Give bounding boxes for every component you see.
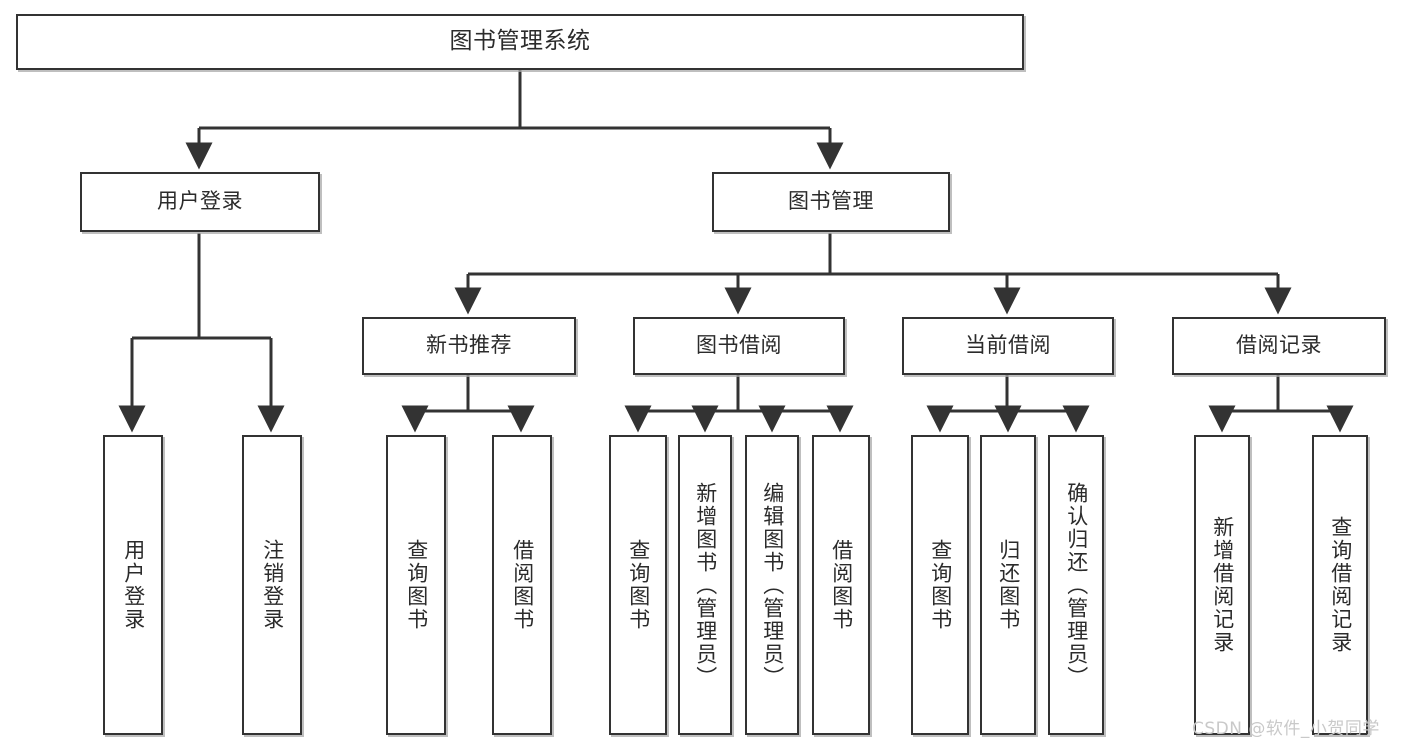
node-label: 归还图书 <box>996 539 1021 631</box>
leaf-new-book-borrow[interactable]: 借阅图书 <box>492 435 552 735</box>
node-label: 注销登录 <box>260 539 285 631</box>
node-label: 查询图书 <box>928 539 953 631</box>
node-label: 新书推荐 <box>426 333 512 358</box>
leaf-user-login-login[interactable]: 用户登录 <box>103 435 163 735</box>
leaf-book-borrow-borrow[interactable]: 借阅图书 <box>812 435 870 735</box>
leaf-user-login-logout[interactable]: 注销登录 <box>242 435 302 735</box>
node-label: 当前借阅 <box>965 333 1051 358</box>
leaf-current-borrow-return[interactable]: 归还图书 <box>980 435 1036 735</box>
node-label: 借阅图书 <box>829 539 854 631</box>
leaf-borrow-record-query[interactable]: 查询借阅记录 <box>1312 435 1368 735</box>
leaf-new-book-query[interactable]: 查询图书 <box>386 435 446 735</box>
node-new-book-recommend[interactable]: 新书推荐 <box>362 317 576 375</box>
node-root-book-management-system[interactable]: 图书管理系统 <box>16 14 1024 70</box>
node-user-login[interactable]: 用户登录 <box>80 172 320 232</box>
node-label: 用户登录 <box>121 539 146 631</box>
node-label: 新增图书（管理员） <box>693 481 718 689</box>
node-label: 借阅记录 <box>1236 333 1322 358</box>
node-label: 图书借阅 <box>696 333 782 358</box>
node-borrow-record[interactable]: 借阅记录 <box>1172 317 1386 375</box>
node-book-borrow[interactable]: 图书借阅 <box>633 317 845 375</box>
node-label: 图书管理系统 <box>449 28 591 55</box>
leaf-borrow-record-add[interactable]: 新增借阅记录 <box>1194 435 1250 735</box>
node-label: 新增借阅记录 <box>1210 516 1235 654</box>
node-label: 借阅图书 <box>510 539 535 631</box>
node-current-borrow[interactable]: 当前借阅 <box>902 317 1114 375</box>
node-label: 用户登录 <box>157 189 243 214</box>
node-label: 编辑图书（管理员） <box>760 481 785 689</box>
leaf-book-borrow-add-admin[interactable]: 新增图书（管理员） <box>678 435 732 735</box>
leaf-current-borrow-confirm-return-admin[interactable]: 确认归还（管理员） <box>1048 435 1104 735</box>
node-book-management[interactable]: 图书管理 <box>712 172 950 232</box>
leaf-current-borrow-query[interactable]: 查询图书 <box>911 435 969 735</box>
node-label: 查询借阅记录 <box>1328 516 1353 654</box>
leaf-book-borrow-query[interactable]: 查询图书 <box>609 435 667 735</box>
leaf-book-borrow-edit-admin[interactable]: 编辑图书（管理员） <box>745 435 799 735</box>
node-label: 查询图书 <box>626 539 651 631</box>
node-label: 确认归还（管理员） <box>1064 481 1089 689</box>
csdn-watermark: CSDN @软件_小贺同学 <box>1192 719 1380 739</box>
node-label: 查询图书 <box>404 539 429 631</box>
node-label: 图书管理 <box>788 189 874 214</box>
